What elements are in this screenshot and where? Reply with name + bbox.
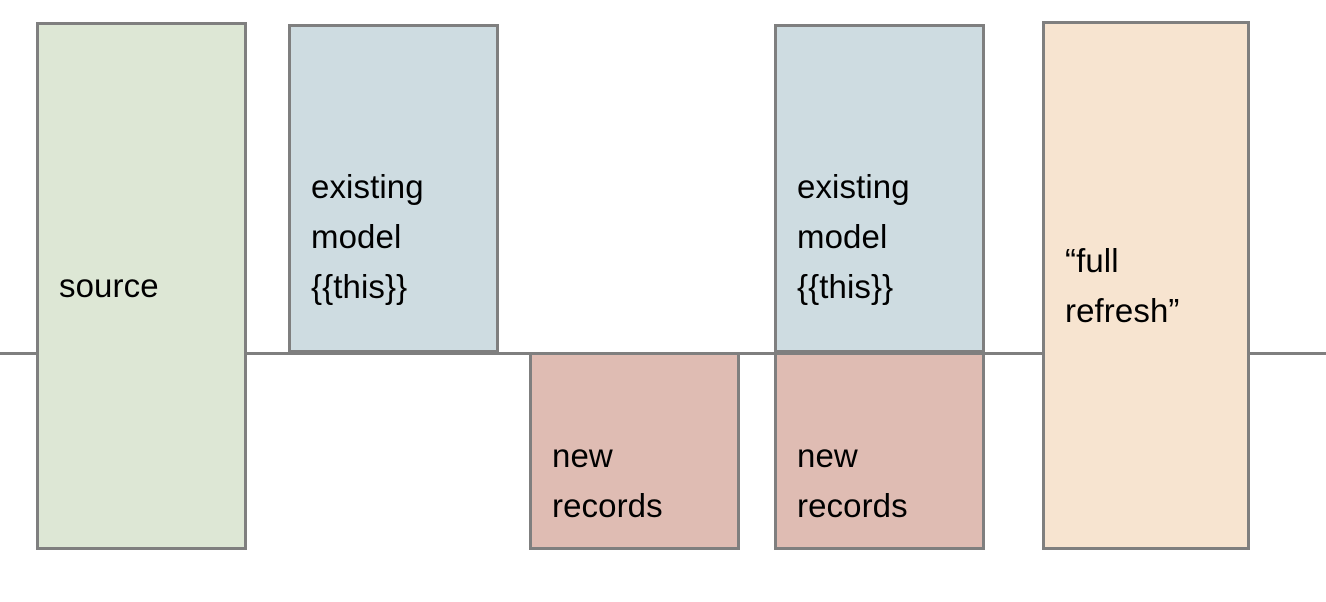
block-source-label: source [59, 267, 159, 304]
block-source[interactable]: source [36, 22, 247, 550]
block-full-refresh[interactable]: “full refresh” [1042, 21, 1250, 550]
block-new-records-2[interactable]: new records [774, 352, 985, 550]
block-full-refresh-label: “full refresh” [1065, 241, 1180, 329]
block-existing-model-1-label: existing model {{this}} [311, 167, 424, 305]
block-new-records-2-label: new records [797, 437, 908, 524]
block-new-records-1[interactable]: new records [529, 352, 740, 550]
block-new-records-1-label: new records [552, 437, 663, 524]
block-existing-model-2[interactable]: existing model {{this}} [774, 24, 985, 353]
block-existing-model-2-label: existing model {{this}} [797, 167, 910, 305]
block-existing-model-1[interactable]: existing model {{this}} [288, 24, 499, 353]
